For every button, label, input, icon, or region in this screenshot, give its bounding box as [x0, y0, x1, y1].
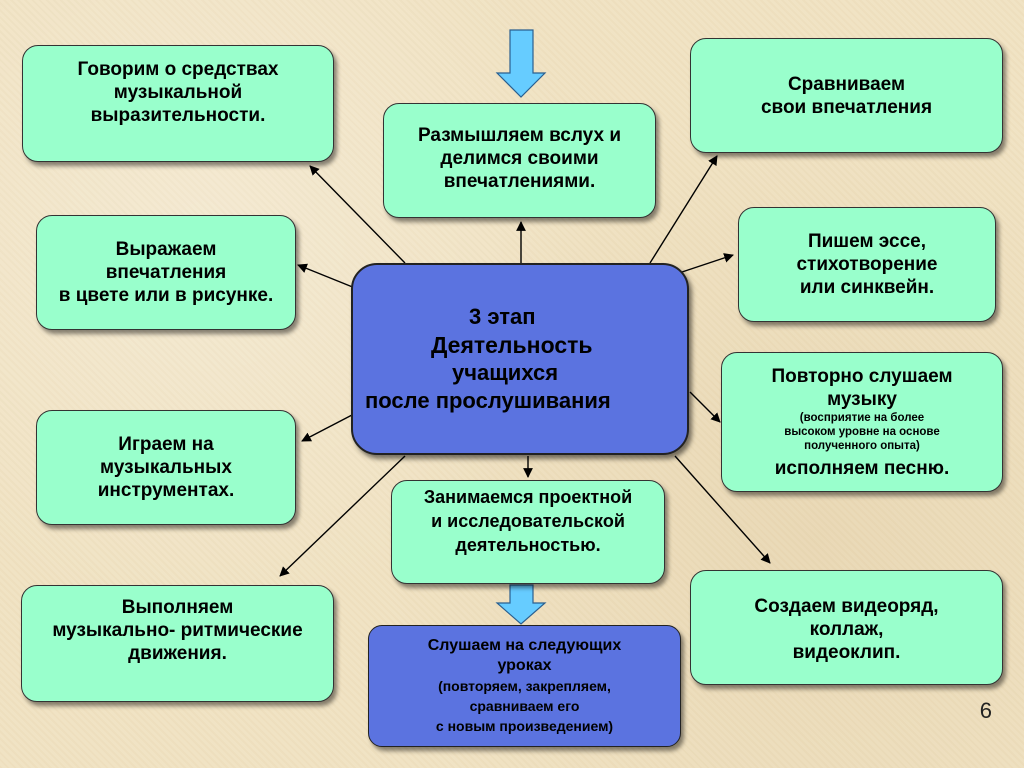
- text-line: с новым произведением): [435, 718, 614, 734]
- text-line: Создаем видеоряд,: [754, 596, 939, 617]
- box-compare: Сравниваем свои впечатления: [690, 38, 1003, 153]
- text-line: Играем на: [118, 434, 214, 455]
- connector-compare: [649, 155, 718, 264]
- connector-relisten: [689, 391, 721, 423]
- text-line-small: полученного опыта): [804, 440, 920, 452]
- page-number: 6: [979, 698, 992, 723]
- text-line: музыкальной: [113, 82, 243, 103]
- connector-video: [674, 455, 771, 564]
- box-speak-means: Говорим о средствах музыкальной выразите…: [22, 45, 334, 162]
- box-reflect: Размышляем вслух и делимся своими впечат…: [383, 103, 656, 218]
- top-down-arrow: [495, 29, 547, 98]
- text-line: (повторяем, закрепляем,: [438, 678, 611, 694]
- center-line: 3 этап: [469, 304, 536, 329]
- center-stage-box: 3 этап Деятельность учащихся после просл…: [351, 263, 689, 455]
- text-line: и исследовательской: [431, 511, 625, 531]
- connector-instruments: [301, 414, 353, 442]
- center-line: после прослушивания: [365, 388, 611, 413]
- text-line: Выражаем: [115, 239, 217, 260]
- text-line: музыкальных: [100, 457, 232, 478]
- text-line: стихотворение: [796, 254, 938, 275]
- center-line: Деятельность: [431, 332, 593, 358]
- text-line-small: высоком уровне на основе: [784, 426, 940, 438]
- box-project: Занимаемся проектной и исследовательской…: [391, 480, 665, 584]
- text-line: Занимаемся проектной: [423, 487, 633, 507]
- text-line: Выполняем: [121, 597, 234, 618]
- bottom-down-arrow: [495, 584, 547, 625]
- text-line: делимся своими: [440, 148, 599, 169]
- text-line: выразительности.: [90, 105, 266, 126]
- connector-rhythmic: [279, 455, 406, 577]
- text-line: Говорим о средствах: [77, 59, 279, 80]
- text-line: в цвете или в рисунке.: [58, 285, 274, 306]
- text-line: Сравниваем: [787, 74, 906, 95]
- text-line: музыку: [827, 389, 897, 410]
- text-line: впечатлениями.: [443, 171, 596, 192]
- text-line: Слушаем на следующих: [427, 637, 622, 654]
- text-line: исполняем песню.: [774, 458, 950, 479]
- text-line-small: (восприятие на более: [799, 412, 925, 424]
- text-line: впечатления: [105, 262, 227, 283]
- box-express: Выражаем впечатления в цвете или в рисун…: [36, 215, 296, 330]
- text-line: или синквейн.: [799, 277, 935, 298]
- text-line: сравниваем его: [469, 698, 580, 714]
- connector-speak-means: [309, 165, 406, 264]
- text-line: музыкально- ритмические: [52, 620, 303, 641]
- text-line: Повторно слушаем: [771, 366, 953, 387]
- center-line: учащихся: [452, 360, 559, 385]
- text-line: свои впечатления: [760, 97, 933, 118]
- connector-essay: [681, 253, 734, 273]
- box-video: Создаем видеоряд, коллаж, видеоклип.: [690, 570, 1003, 685]
- box-instruments: Играем на музыкальных инструментах.: [36, 410, 296, 525]
- text-line: уроках: [497, 657, 552, 674]
- box-relisten: Повторно слушаем музыку (восприятие на б…: [721, 352, 1003, 492]
- text-line: деятельностью.: [455, 535, 601, 555]
- box-essay: Пишем эссе, стихотворение или синквейн.: [738, 207, 996, 322]
- text-line: Размышляем вслух и: [417, 125, 622, 146]
- text-line: коллаж,: [809, 619, 884, 640]
- text-line: инструментах.: [97, 480, 235, 501]
- box-rhythmic: Выполняем музыкально- ритмические движен…: [21, 585, 334, 702]
- text-line: Пишем эссе,: [807, 231, 927, 252]
- box-next-lessons: Слушаем на следующих уроках (повторяем, …: [368, 625, 681, 747]
- text-line: видеоклип.: [792, 642, 901, 663]
- connector-express: [297, 263, 361, 291]
- text-line: движения.: [128, 643, 227, 664]
